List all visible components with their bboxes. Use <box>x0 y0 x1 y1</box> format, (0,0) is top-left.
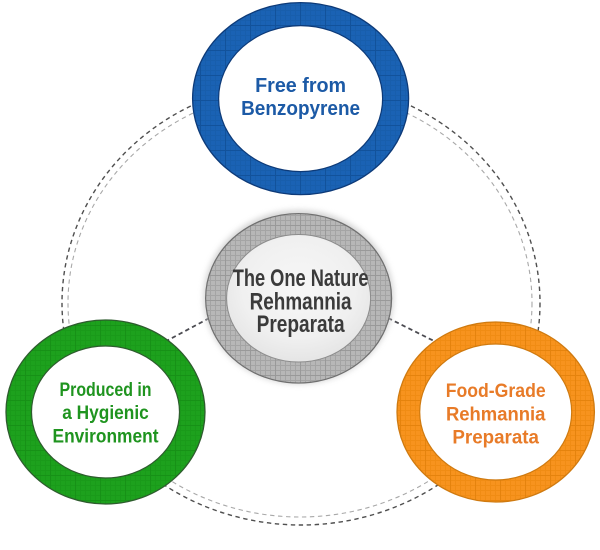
svg-text:Rehmannia: Rehmannia <box>446 403 546 425</box>
svg-text:Preparata: Preparata <box>257 311 346 338</box>
svg-text:Produced in: Produced in <box>60 379 152 401</box>
svg-text:Free from: Free from <box>255 74 346 97</box>
svg-text:a Hygienic: a Hygienic <box>62 402 149 424</box>
svg-text:Food-Grade: Food-Grade <box>446 380 546 402</box>
svg-text:Benzopyrene: Benzopyrene <box>241 97 360 120</box>
svg-text:The One Nature: The One Nature <box>233 265 369 292</box>
svg-text:Preparata: Preparata <box>452 427 539 449</box>
svg-text:Rehmannia: Rehmannia <box>250 289 353 316</box>
svg-text:Environment: Environment <box>53 425 159 447</box>
